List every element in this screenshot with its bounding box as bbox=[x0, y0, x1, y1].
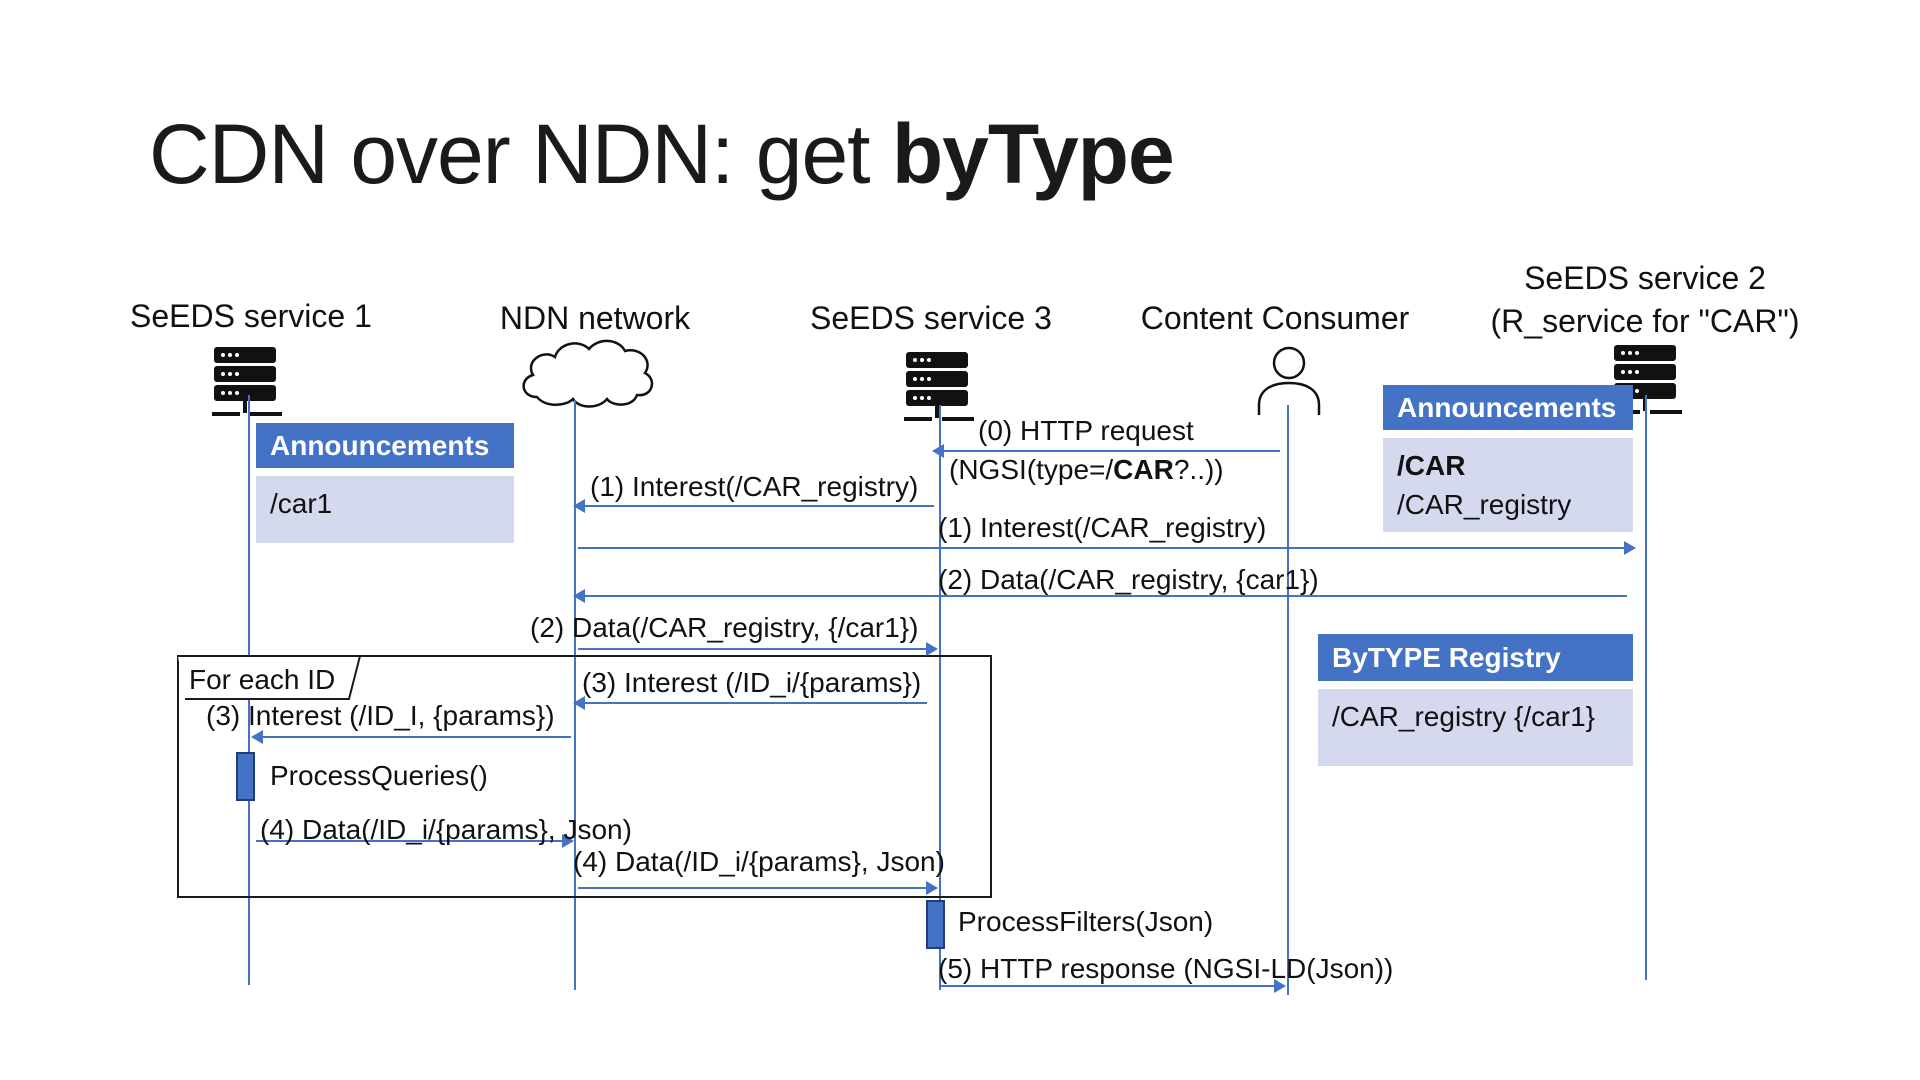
arrow-1-interest-to-ndn bbox=[573, 499, 934, 513]
lifeline-content-consumer bbox=[1287, 405, 1289, 995]
arrow-5-http-response bbox=[940, 979, 1286, 993]
message-4-data-seeds3: (4) Data(/ID_i/{params}, Json) bbox=[573, 846, 945, 877]
server-icon bbox=[904, 352, 974, 421]
process-queries-label: ProcessQueries() bbox=[270, 760, 488, 791]
arrow-3-interest-to-ndn bbox=[573, 696, 927, 710]
server-icon bbox=[212, 347, 282, 416]
announcement-item: /CAR bbox=[1397, 450, 1466, 481]
message-3-interest-ndn: (3) Interest (/ID_i/{params}) bbox=[582, 667, 922, 698]
arrow-0-http-request bbox=[932, 444, 1280, 458]
seeds2-line1: SeEDS service 2 bbox=[1524, 260, 1766, 296]
activation-bar-seeds-service-3 bbox=[926, 900, 945, 949]
participant-seeds-service-3: SeEDS service 3 bbox=[810, 300, 1052, 336]
loop-frame-label: For each ID bbox=[189, 664, 336, 695]
message-2-data-seeds3: (2) Data(/CAR_registry, {/car1}) bbox=[530, 612, 919, 643]
arrow-1-interest-to-seeds2 bbox=[578, 541, 1636, 555]
announcements-header: Announcements bbox=[1383, 385, 1633, 430]
registry-header: ByTYPE Registry bbox=[1318, 634, 1633, 681]
participant-seeds-service-2: SeEDS service 2 (R_service for "CAR") bbox=[1475, 257, 1815, 343]
activation-bar-seeds-service-1 bbox=[236, 752, 255, 801]
arrow-4-data-to-seeds3 bbox=[578, 881, 938, 895]
cloud-icon bbox=[522, 339, 654, 408]
announcement-item: /car1 bbox=[270, 488, 333, 519]
registry-body: /CAR_registry {/car1} bbox=[1318, 689, 1633, 766]
message-1-interest-seeds2: (1) Interest(/CAR_registry) bbox=[938, 512, 1267, 543]
title-prefix: CDN over NDN: get bbox=[149, 107, 892, 201]
user-icon bbox=[1257, 346, 1321, 415]
arrow-2-data-to-ndn bbox=[573, 589, 1627, 603]
participant-content-consumer: Content Consumer bbox=[1140, 300, 1410, 336]
registry-item: /CAR_registry {/car1} bbox=[1332, 701, 1595, 732]
participant-seeds-service-1: SeEDS service 1 bbox=[130, 298, 372, 334]
message-0-ngsi-type: (NGSI(type=/CAR?..)) bbox=[949, 453, 1224, 487]
slide-title: CDN over NDN: get byType bbox=[149, 106, 1175, 203]
lifeline-ndn-network bbox=[574, 400, 576, 990]
message-4-data-ndn: (4) Data(/ID_i/{params}, Json) bbox=[260, 814, 632, 845]
announcements-body: /CAR /CAR_registry bbox=[1383, 438, 1633, 532]
announcements-body: /car1 bbox=[256, 476, 514, 543]
arrow-2-data-to-seeds3 bbox=[578, 642, 938, 656]
loop-frame bbox=[177, 655, 992, 898]
arrow-3-interest-to-seeds1 bbox=[251, 730, 571, 744]
message-3-interest-seeds1: (3) Interest (/ID_I, {params}) bbox=[206, 700, 555, 731]
participant-ndn-network: NDN network bbox=[499, 300, 691, 336]
seeds2-line2: (R_service for "CAR") bbox=[1490, 303, 1800, 339]
message-0-http-request: (0) HTTP request bbox=[978, 415, 1194, 446]
message-0-ngsi-post: ?..)) bbox=[1173, 454, 1224, 485]
arrow-4-data-to-ndn bbox=[256, 834, 574, 848]
message-0-ngsi-pre: (NGSI(type=/ bbox=[949, 454, 1114, 485]
message-2-data-ndn: (2) Data(/CAR_registry, {car1}) bbox=[938, 564, 1319, 595]
title-bold: byType bbox=[891, 107, 1175, 201]
loop-frame-tag bbox=[178, 655, 362, 700]
announcement-item: /CAR_registry bbox=[1397, 489, 1572, 520]
lifeline-seeds-service-3 bbox=[939, 405, 941, 990]
message-0-ngsi-bold: CAR bbox=[1113, 454, 1174, 485]
process-filters-label: ProcessFilters(Json) bbox=[958, 906, 1214, 937]
message-5-http-response: (5) HTTP response (NGSI-LD(Json)) bbox=[938, 953, 1394, 984]
lifeline-seeds-service-2 bbox=[1645, 395, 1647, 980]
message-1-interest-ndn: (1) Interest(/CAR_registry) bbox=[590, 471, 919, 502]
announcements-header: Announcements bbox=[256, 423, 514, 468]
